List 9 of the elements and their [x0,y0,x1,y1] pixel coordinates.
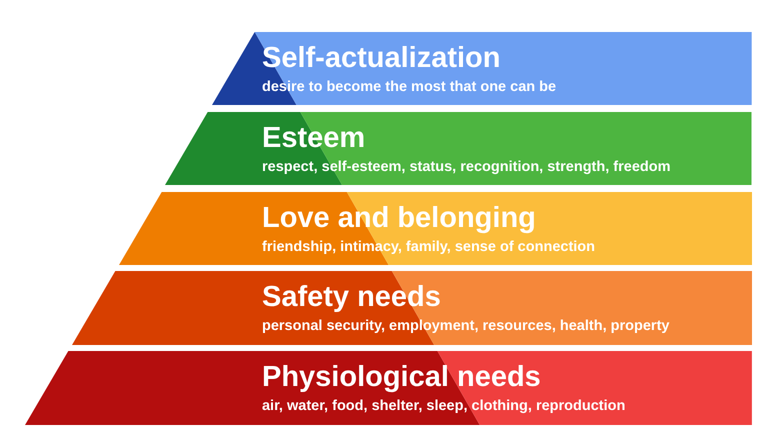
tier-title: Love and belonging [262,202,536,234]
tier-title: Physiological needs [262,361,541,393]
tier-description: desire to become the most that one can be [262,78,556,96]
tier-description: respect, self-esteem, status, recognition, strength, freedom [262,158,671,176]
tier-description: friendship, intimacy, family, sense of connection [262,238,596,256]
tier-title: Safety needs [262,281,441,313]
tier-title: Esteem [262,122,366,154]
tier-description: personal security, employment, resources, health, property [262,317,670,335]
tier-description: air, water, food, shelter, sleep, clothing, reproduction [262,397,626,415]
